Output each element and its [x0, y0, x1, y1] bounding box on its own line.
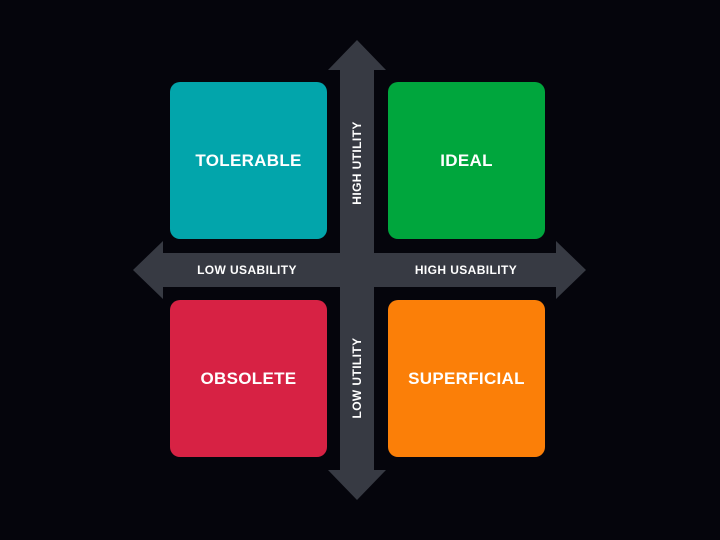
- horizontal-axis-arrow: [133, 241, 586, 299]
- axis-label-low-usability: LOW USABILITY: [197, 263, 297, 277]
- quadrant-ideal: IDEAL: [388, 82, 545, 239]
- quadrant-tolerable: TOLERABLE: [170, 82, 327, 239]
- axis-label-high-usability: HIGH USABILITY: [414, 263, 518, 277]
- axis-label-low-utility: LOW UTILITY: [350, 337, 364, 419]
- quadrant-label-tolerable: TOLERABLE: [195, 150, 302, 170]
- quadrant-label-superficial: SUPERFICIAL: [408, 368, 525, 388]
- quadrant-superficial: SUPERFICIAL: [388, 300, 545, 457]
- axis-label-high-utility: HIGH UTILITY: [350, 121, 364, 205]
- quadrant-label-ideal: IDEAL: [440, 150, 493, 170]
- quadrant-obsolete: OBSOLETE: [170, 300, 327, 457]
- quadrant-label-obsolete: OBSOLETE: [200, 368, 297, 388]
